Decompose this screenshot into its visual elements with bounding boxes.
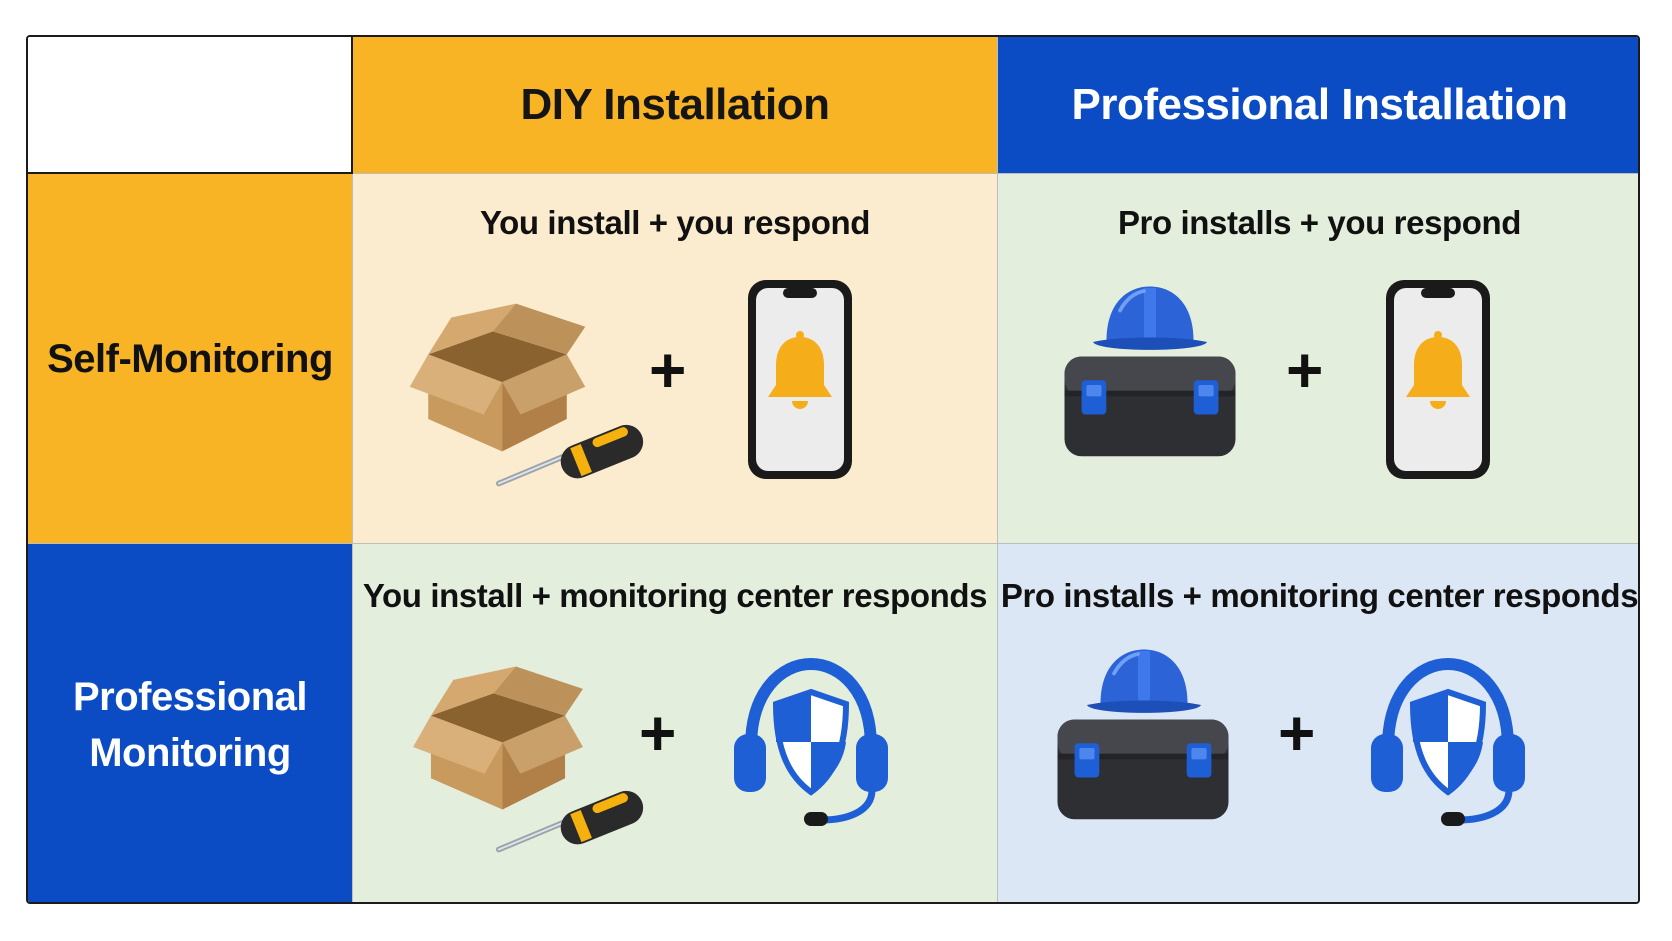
phone-bell-icon (745, 277, 855, 482)
cell-self-pro: Pro installs + you respond + (998, 174, 1638, 544)
hard-hat-icon (1090, 280, 1210, 356)
row-header-line: Monitoring (89, 730, 291, 775)
cell-caption: You install + you respond (479, 204, 871, 241)
cell-self-diy: You install + you respond + (353, 174, 998, 544)
screwdriver-icon (491, 782, 651, 857)
hard-hat-icon (1084, 643, 1204, 719)
headset-shield-icon (726, 652, 896, 832)
plus-sign: + (1286, 334, 1324, 406)
cell-caption: You install + monitoring center responds (362, 577, 988, 614)
headset-shield-icon (1363, 652, 1533, 832)
row-header-line: Professional (72, 674, 308, 719)
cell-caption: Pro installs + monitoring center respond… (1000, 577, 1639, 614)
cell-prom-diy: You install + monitoring center responds… (353, 544, 998, 902)
column-header-diy: DIY Installation (353, 37, 998, 174)
cell-prom-pro: Pro installs + monitoring center respond… (998, 544, 1639, 902)
row-header-professional-monitoring: Professional Monitoring (28, 544, 353, 902)
cell-caption: Pro installs + you respond (1117, 204, 1522, 241)
comparison-grid: DIY Installation Professional Installati… (26, 35, 1640, 904)
plus-sign: + (649, 334, 687, 406)
phone-bell-icon (1383, 277, 1493, 482)
screwdriver-icon (491, 416, 651, 491)
plus-sign: + (639, 697, 677, 769)
plus-sign: + (1278, 697, 1316, 769)
row-header-self-monitoring: Self-Monitoring (28, 174, 353, 544)
column-header-pro: Professional Installation (998, 37, 1638, 174)
corner-cell (28, 37, 353, 174)
